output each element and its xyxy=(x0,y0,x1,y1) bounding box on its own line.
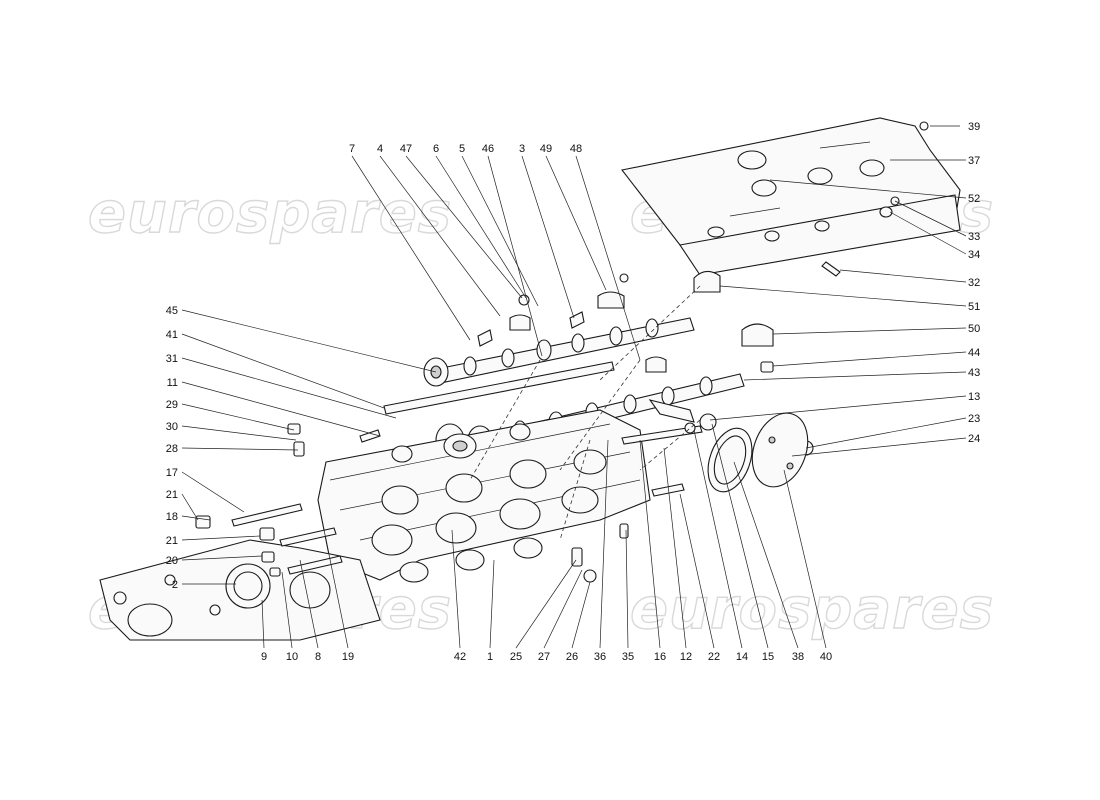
callouts-bottom: 9 10 8 19 42 1 25 27 26 36 35 16 12 22 14 15 38 40 xyxy=(261,651,832,663)
callout-number: 26 xyxy=(566,651,578,663)
callout-number: 25 xyxy=(510,651,522,663)
bearing-caps xyxy=(477,270,774,373)
callout-number: 52 xyxy=(968,193,980,205)
callout-number: 9 xyxy=(261,651,267,663)
callout-number: 2 xyxy=(172,579,178,591)
callout-number: 20 xyxy=(166,555,178,567)
callout-number: 46 xyxy=(482,143,494,155)
callout-number: 37 xyxy=(968,155,980,167)
callouts-top: 7 4 47 6 5 46 3 49 48 xyxy=(349,143,582,155)
callout-number: 18 xyxy=(166,511,178,523)
callout-number: 44 xyxy=(968,347,980,359)
callout-number: 17 xyxy=(166,467,178,479)
callout-number: 50 xyxy=(968,323,980,335)
callout-number: 27 xyxy=(538,651,550,663)
callout-number: 3 xyxy=(519,143,525,155)
rocker-rail xyxy=(383,361,695,423)
callout-number: 16 xyxy=(654,651,666,663)
callout-number: 39 xyxy=(968,121,980,133)
gasket-ring xyxy=(707,412,809,493)
callout-number: 40 xyxy=(820,651,832,663)
callouts-right: 39 37 52 33 34 32 51 50 44 43 13 23 24 xyxy=(968,121,980,445)
callout-number: 29 xyxy=(166,399,178,411)
leader-lines xyxy=(181,125,967,649)
cylinder-head xyxy=(317,409,651,583)
callout-number: 32 xyxy=(968,277,980,289)
callout-number: 38 xyxy=(792,651,804,663)
watermark-left-top: eurospares xyxy=(88,181,452,246)
callout-number: 36 xyxy=(594,651,606,663)
callout-number: 7 xyxy=(349,143,355,155)
callout-number: 13 xyxy=(968,391,980,403)
callout-number: 6 xyxy=(433,143,439,155)
callout-number: 14 xyxy=(736,651,748,663)
callout-number: 21 xyxy=(166,489,178,501)
callout-number: 42 xyxy=(454,651,466,663)
callout-number: 12 xyxy=(680,651,692,663)
callout-number: 48 xyxy=(570,143,582,155)
callout-number: 5 xyxy=(459,143,465,155)
callout-number: 28 xyxy=(166,443,178,455)
callout-number: 33 xyxy=(968,231,980,243)
callout-number: 21 xyxy=(166,535,178,547)
callout-number: 24 xyxy=(968,433,980,445)
callout-number: 23 xyxy=(968,413,980,425)
callout-number: 34 xyxy=(968,249,980,261)
callout-number: 43 xyxy=(968,367,980,379)
callout-number: 11 xyxy=(167,377,178,389)
studs-left xyxy=(195,423,381,577)
alignment-dashes xyxy=(469,285,701,541)
callout-number: 47 xyxy=(400,143,412,155)
callout-number: 35 xyxy=(622,651,634,663)
callout-number: 31 xyxy=(166,353,178,365)
callout-number: 49 xyxy=(540,143,552,155)
callout-number: 4 xyxy=(377,143,383,155)
callout-number: 41 xyxy=(166,329,178,341)
callout-number: 15 xyxy=(762,651,774,663)
callout-number: 51 xyxy=(968,301,980,313)
callout-number: 30 xyxy=(166,421,178,433)
camshaft-upper xyxy=(423,317,695,387)
callout-number: 10 xyxy=(286,651,298,663)
callouts-left: 45 41 31 11 29 30 28 17 21 18 21 20 2 xyxy=(166,305,178,591)
cam-cover xyxy=(621,117,961,277)
callout-number: 45 xyxy=(166,305,178,317)
callout-number: 22 xyxy=(708,651,720,663)
callout-number: 19 xyxy=(342,651,354,663)
callout-number: 1 xyxy=(487,651,493,663)
callout-number: 8 xyxy=(315,651,321,663)
